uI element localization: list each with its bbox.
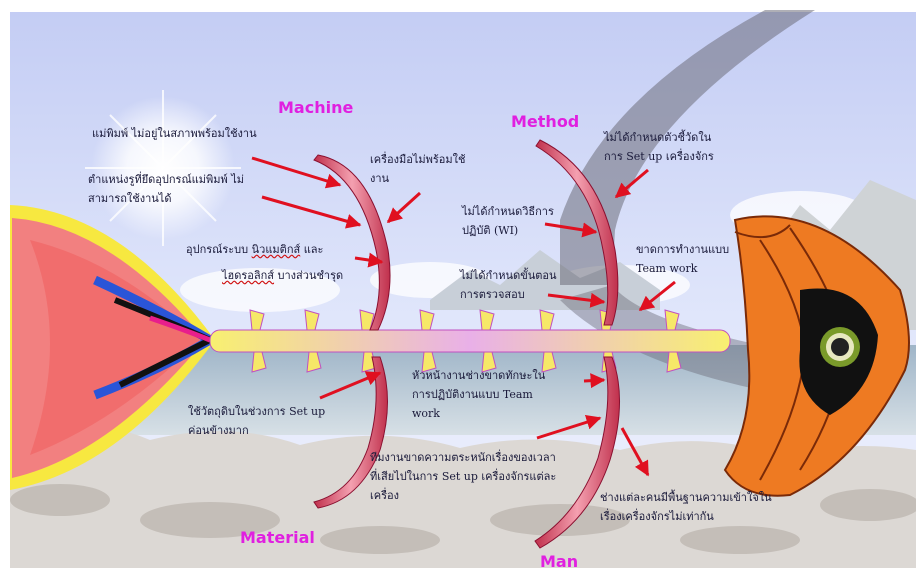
cause-method-4: ไม่ได้กำหนดขั้นตอน การตรวจสอบ (460, 266, 557, 304)
cause-man-1: หัวหน้างานช่างขาดทักษะใน การปฏิบัติงานแบ… (412, 366, 545, 423)
cause-method-2: ไม่ได้กำหนดวิธีการ ปฏิบัติ (WI) (462, 202, 554, 240)
cause-method-1: ไม่ได้กำหนดตัวชี้วัดใน การ Set up เครื่อ… (604, 128, 714, 166)
cause-machine-5-term: ไฮดรอลิกส์ (222, 269, 274, 282)
cause-machine-5: ไฮดรอลิกส์ บางส่วนชำรุด (222, 266, 343, 285)
cause-man-3: ช่างแต่ละคนมีพื้นฐานความเข้าใจใน เรื่องเ… (600, 488, 772, 526)
cause-machine-4-term: นิวแมติกส์ (252, 243, 301, 256)
cause-machine-4-part-c: และ (300, 243, 323, 256)
category-method: Method (511, 112, 579, 131)
cause-method-3: ขาดการทำงานแบบ Team work (636, 240, 729, 278)
cause-man-2: ทีมงานขาดความตระหนักเรื่องของเวลา ที่เสี… (370, 448, 556, 505)
category-man: Man (540, 552, 578, 571)
cause-machine-4-part-a: อุปกรณ์ระบบ (186, 243, 252, 256)
category-machine: Machine (278, 98, 353, 117)
cause-machine-2: ตำแหน่งรูที่ยึดอุปกรณ์แม่พิมพ์ ไม่ สามาร… (88, 170, 244, 208)
cause-machine-5-part-b: บางส่วนชำรุด (274, 269, 343, 282)
cause-machine-3: เครื่องมือไม่พร้อมใช้ งาน (370, 150, 466, 188)
category-material: Material (240, 528, 315, 547)
cause-machine-1: แม่พิมพ์ ไม่อยู่ในสภาพพร้อมใช้งาน (92, 124, 257, 143)
cause-material-1: ใช้วัตถุดิบในช่วงการ Set up ค่อนข้างมาก (188, 402, 325, 440)
cause-machine-4: อุปกรณ์ระบบ นิวแมติกส์ และ (186, 240, 323, 259)
